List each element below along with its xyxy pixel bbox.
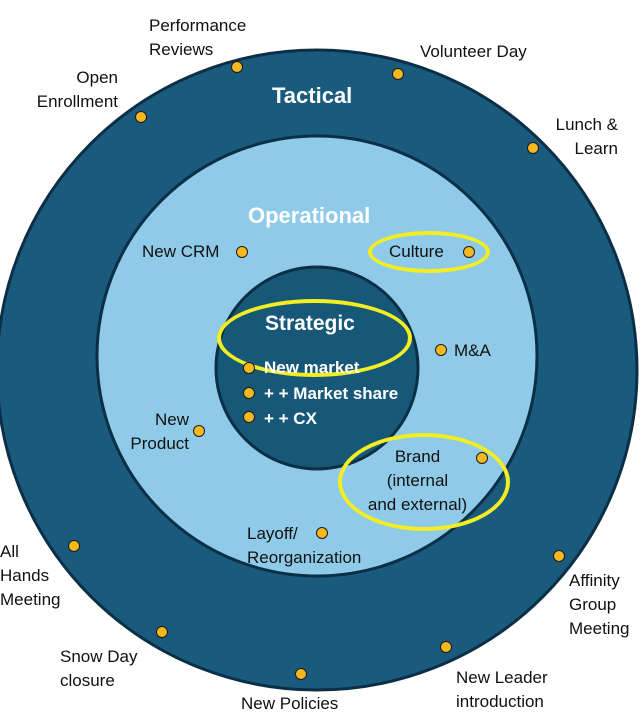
label-open-enrollment: Open Enrollment [36, 68, 118, 111]
operational-ring-title: Operational [248, 203, 371, 228]
label-snow-day-closure: Snow Day closure [60, 647, 138, 690]
dot-new-market [243, 362, 255, 374]
dot-brand [476, 452, 488, 464]
dot-layoff-reorganization [316, 527, 328, 539]
label-new-market: New market [264, 358, 360, 377]
brand-highlight-oval [338, 433, 510, 531]
label-cx: + + CX [264, 409, 317, 428]
label-new-leader-introduction: New Leader introduction [456, 668, 548, 711]
label-lunch-learn: Lunch & Learn [555, 115, 618, 158]
label-affinity-group-meeting: Affinity Group Meeting [569, 571, 630, 638]
dot-lunch-learn [527, 142, 539, 154]
dot-m-and-a [435, 344, 447, 356]
label-market-share: + + Market share [264, 384, 399, 403]
label-new-product: New Product [130, 410, 189, 453]
label-culture: Culture [389, 242, 444, 261]
dot-new-leader-introduction [440, 641, 452, 653]
dot-new-product [193, 425, 205, 437]
dot-performance-reviews [231, 61, 243, 73]
label-new-crm: New CRM [142, 242, 220, 261]
label-all-hands-meeting: All Hands Meeting [0, 542, 61, 609]
dot-new-policies [295, 668, 307, 680]
dot-affinity-group-meeting [553, 550, 565, 562]
label-brand: Brand (internal and external) [367, 447, 468, 514]
dot-culture [463, 246, 475, 258]
dot-volunteer-day [392, 68, 404, 80]
dot-cx [243, 411, 255, 423]
dot-open-enrollment [135, 111, 147, 123]
dot-market-share [243, 387, 255, 399]
dot-snow-day-closure [156, 626, 168, 638]
dot-new-crm [236, 246, 248, 258]
label-new-policies: New Policies [241, 694, 339, 713]
culture-highlight-oval [368, 231, 490, 273]
dot-all-hands-meeting [68, 540, 80, 552]
label-performance-reviews: Performance Reviews [149, 16, 247, 59]
label-volunteer-day: Volunteer Day [420, 42, 527, 61]
label-m-and-a: M&A [454, 341, 491, 360]
label-layoff-reorganization: Layoff/ Reorganization [247, 524, 362, 567]
tactical-ring-title: Tactical [272, 83, 353, 108]
strategic-highlight-oval [217, 299, 412, 377]
